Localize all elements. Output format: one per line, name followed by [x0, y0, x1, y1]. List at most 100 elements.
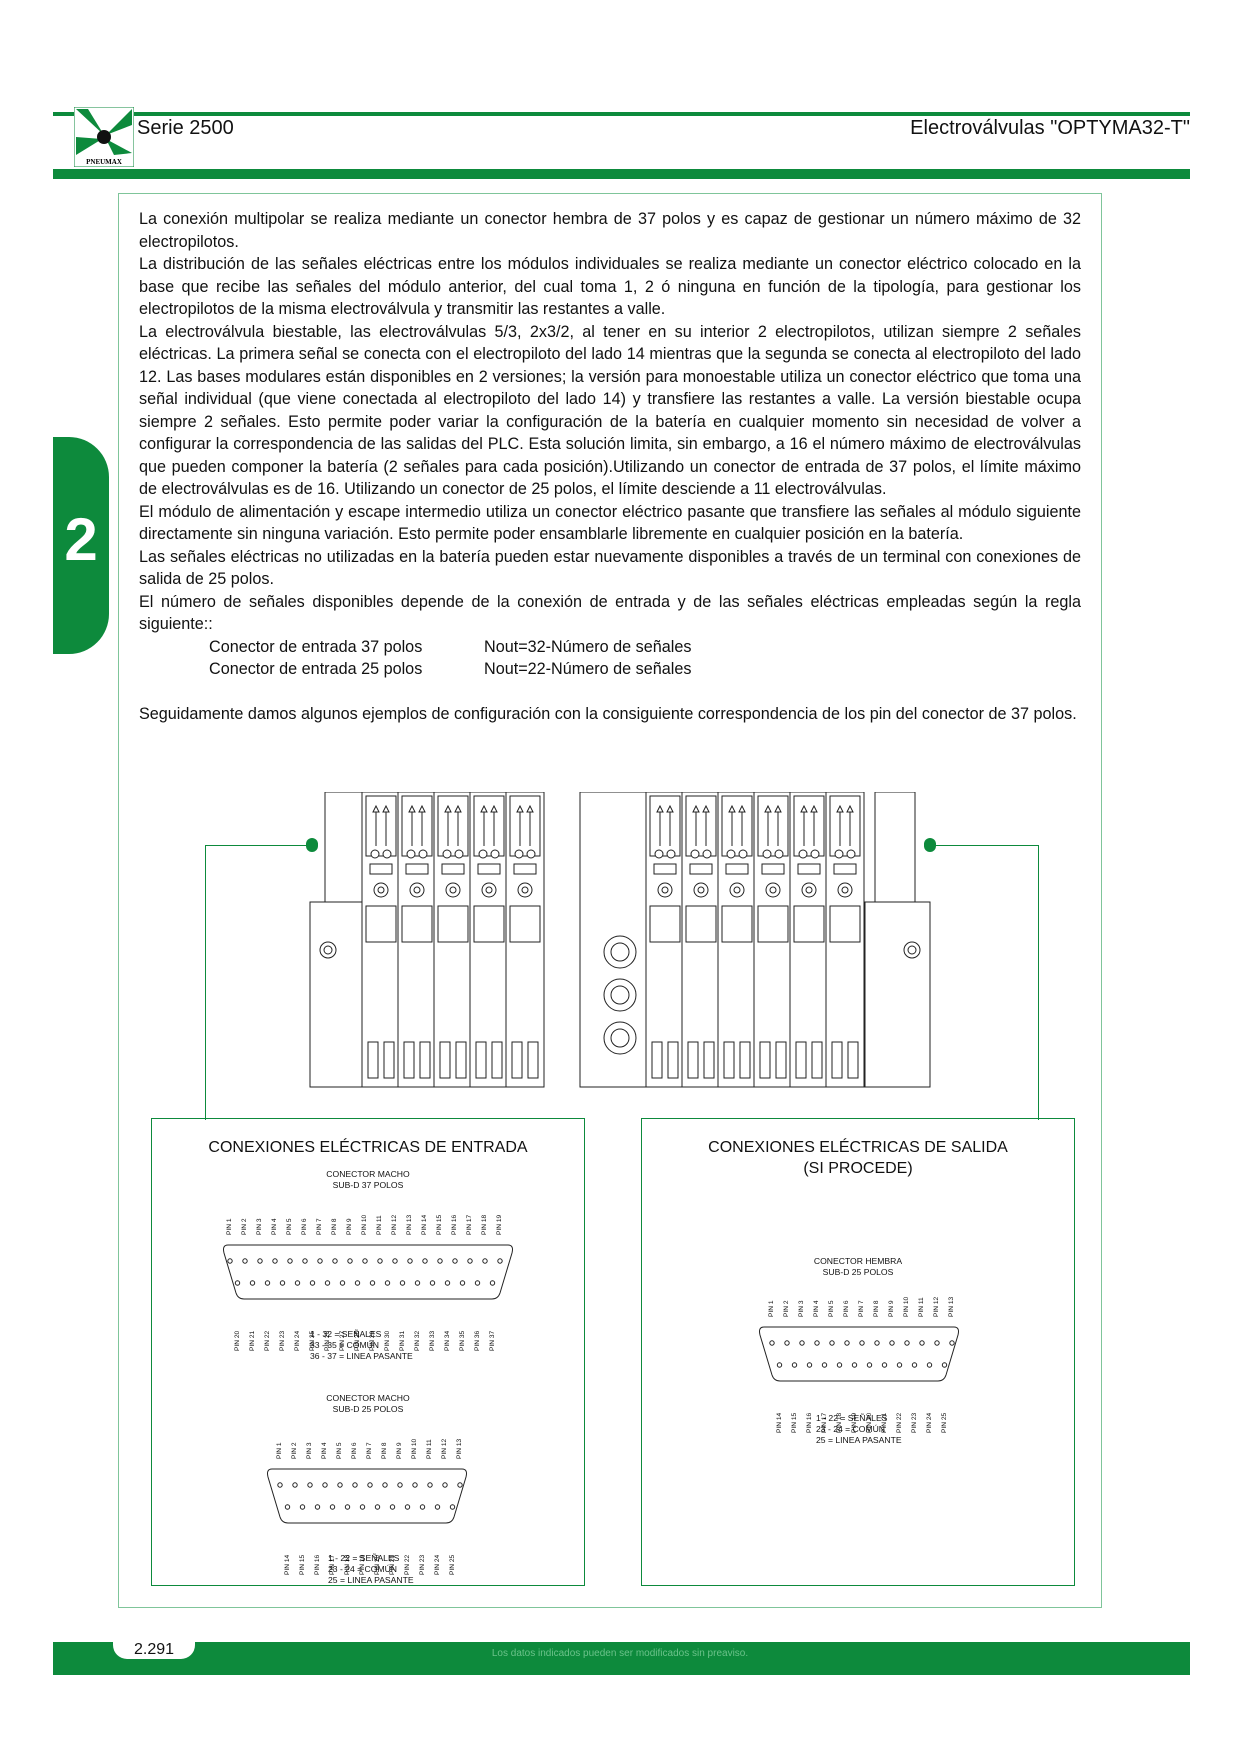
pin-dot [844, 1340, 850, 1346]
pin-dot [354, 1280, 361, 1286]
pin-label: PIN 15 [790, 1412, 798, 1433]
pin-dot [317, 1258, 323, 1264]
pin-dot [489, 1280, 496, 1286]
pin-label: PIN 35 [458, 1330, 466, 1351]
pin-label: PIN 3 [798, 1300, 805, 1318]
pin-dot [407, 1258, 413, 1264]
pin-label: PIN 5 [828, 1300, 835, 1318]
chapter-number: 2 [64, 506, 98, 573]
pneumax-logo: PNEUMAX [74, 107, 134, 167]
pin-dot [482, 1258, 488, 1264]
pin-dot [414, 1280, 421, 1286]
pin-dot [926, 1362, 933, 1368]
connector25-label: CONECTOR MACHO SUB-D 25 POLOS [326, 1393, 410, 1414]
pin-dot [359, 1504, 366, 1510]
pin-label: PIN 37 [488, 1330, 496, 1351]
pin-label: PIN 11 [918, 1297, 925, 1317]
pin-label: PIN 10 [411, 1438, 418, 1459]
pin-label: PIN 1 [276, 1442, 283, 1460]
pin-label: PIN 16 [313, 1554, 321, 1575]
pin-label: PIN 11 [376, 1215, 383, 1235]
pin-label: PIN 12 [391, 1214, 398, 1235]
pin-label: PIN 1 [226, 1218, 233, 1236]
pin-dot [836, 1362, 843, 1368]
pin-label: PIN 25 [448, 1554, 456, 1575]
pin-dot [769, 1340, 775, 1346]
pin-label: PIN 14 [283, 1554, 291, 1575]
valve-slice [717, 792, 757, 1088]
paragraph: La distribución de las señales eléctrica… [139, 255, 1081, 318]
pin-dot [284, 1504, 291, 1510]
left-end-plate-top [324, 792, 366, 903]
pin-dot [437, 1258, 443, 1264]
output-panel-title: CONEXIONES ELÉCTRICAS DE SALIDA (SI PROC… [708, 1139, 1008, 1177]
pin-dot [429, 1280, 436, 1286]
pin-dot [814, 1340, 820, 1346]
content-frame [118, 193, 1102, 1608]
pin-dot [277, 1482, 283, 1488]
pin-dot [369, 1280, 376, 1286]
pin-dot [497, 1258, 503, 1264]
pin-dot [287, 1258, 293, 1264]
header-rule-top [53, 112, 1190, 116]
pin-dot [821, 1362, 828, 1368]
page-number-tab [113, 1642, 195, 1659]
pin-label: PIN 16 [805, 1412, 813, 1433]
pin-dot [881, 1362, 888, 1368]
pin-dot [866, 1362, 873, 1368]
pin-label: PIN 13 [948, 1296, 955, 1317]
valve-slice [397, 792, 437, 1088]
connector37-label: CONECTOR MACHO SUB-D 37 POLOS [326, 1169, 410, 1190]
pin-label: PIN 6 [843, 1300, 850, 1318]
pin-dot [257, 1258, 263, 1264]
pin-dot [347, 1258, 353, 1264]
pin-label: PIN 20 [233, 1330, 241, 1351]
pin-dot [242, 1258, 248, 1264]
pin-label: PIN 23 [278, 1330, 286, 1351]
product-title: Electroválvulas "OPTYMA32-T" [910, 117, 1190, 139]
pin-dot [294, 1280, 301, 1286]
subd37-connector [223, 1244, 513, 1300]
pin-dot [851, 1362, 858, 1368]
connector25-input-legend: 1 - 22 = SEÑALES 23 - 24 = COMÚN 25 = LI… [328, 1553, 414, 1585]
output-connector-legend: 1 - 22 = SEÑALES 23 - 24 = COMÚN 25 = LI… [816, 1413, 902, 1445]
connector-marker-right [924, 838, 936, 852]
valve-slice [505, 792, 545, 1088]
valve-slice [789, 792, 829, 1088]
pin-dot [367, 1482, 373, 1488]
pin-dot [404, 1504, 411, 1510]
valve-slice [469, 792, 509, 1088]
pin-label: PIN 16 [451, 1214, 458, 1235]
pin-label: PIN 9 [346, 1218, 353, 1236]
subd25-input-connector [267, 1468, 467, 1524]
pin-label: PIN 18 [481, 1214, 488, 1235]
pin-dot [374, 1504, 381, 1510]
pin-dot [452, 1258, 458, 1264]
pin-label: PIN 15 [436, 1214, 443, 1235]
pin-label: PIN 19 [496, 1214, 503, 1235]
pin-label: PIN 23 [910, 1412, 918, 1433]
connector-marker-left [306, 838, 318, 852]
formula-row: Conector de entrada 25 polos Nout=22-Núm… [209, 658, 1081, 681]
pin-dot [791, 1362, 798, 1368]
pin-dot [449, 1504, 456, 1510]
pin-dot [322, 1482, 328, 1488]
pin-label: PIN 7 [366, 1442, 373, 1460]
pin-dot [309, 1280, 316, 1286]
pin-dot [249, 1280, 256, 1286]
pin-label: PIN 21 [248, 1330, 256, 1351]
paragraph: El número de señales disponibles depende… [139, 592, 1081, 634]
pin-dot [397, 1482, 403, 1488]
pin-label: PIN 34 [443, 1330, 451, 1351]
pin-label: PIN 14 [775, 1412, 783, 1433]
paragraph: La electroválvula biestable, las electro… [139, 322, 1081, 499]
paragraph: El módulo de alimentación y escape inter… [139, 502, 1081, 544]
pin-dot [324, 1280, 331, 1286]
pin-label: PIN 23 [418, 1554, 426, 1575]
subd25-output-connector [759, 1326, 959, 1382]
pin-label: PIN 10 [361, 1214, 368, 1235]
pin-label: PIN 8 [873, 1300, 880, 1318]
pin-label: PIN 24 [925, 1412, 933, 1433]
pin-label: PIN 7 [316, 1218, 323, 1236]
pin-dot [279, 1280, 286, 1286]
